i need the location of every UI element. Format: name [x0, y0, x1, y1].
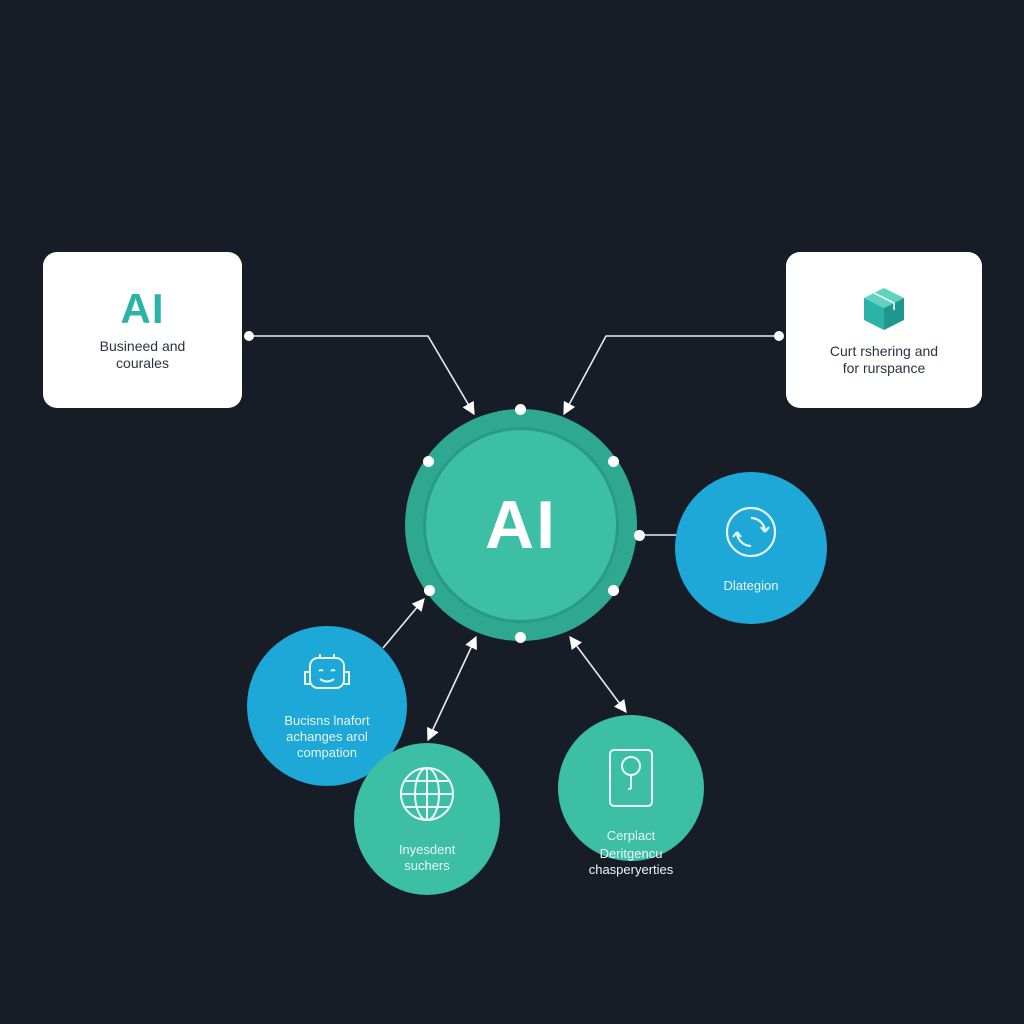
- card-customer-sharing[interactable]: Curt rshering and for rurspance: [786, 252, 982, 408]
- refresh-cycle-icon: [722, 503, 780, 566]
- node-business-changes-label: Bucisns lnafort achanges arol compation: [284, 712, 370, 760]
- robot-face-icon: [300, 652, 354, 701]
- node-cerplact-label: Cerplact: [606, 828, 656, 843]
- connector-hub-bottom-left-node: [382, 598, 425, 649]
- node-dlategion-label: Dlategion: [723, 577, 779, 593]
- node-dlategion[interactable]: Dlategion: [675, 472, 827, 624]
- connector-hub-bottom-center-node: [427, 635, 477, 742]
- connector-hub-bottom-right-node: [569, 635, 627, 714]
- connector-right-endpoint: [774, 331, 784, 341]
- ai-hub-inner: AI: [423, 427, 619, 623]
- footnote-caption: Deritgencu chasperyerties: [588, 846, 674, 877]
- hub-port-upper-right: [608, 456, 619, 467]
- hub-port-top: [515, 404, 526, 415]
- hub-port-right: [634, 530, 645, 541]
- hub-port-upper-left: [423, 456, 434, 467]
- tag-document-icon: [607, 747, 655, 814]
- card-business-courses[interactable]: AI Busineed and courales: [43, 252, 242, 408]
- card-left-text: Busineed and courales: [99, 338, 186, 371]
- card-right-text: Curt rshering and for rurspance: [829, 342, 939, 376]
- node-cerplact[interactable]: Cerplact: [558, 715, 704, 861]
- box-icon: [860, 284, 908, 337]
- connector-right-card-to-hub: [563, 335, 779, 416]
- node-investment-searchers-label: Inyesdent suchers: [398, 841, 456, 873]
- connector-left-card-to-hub: [249, 335, 475, 416]
- card-ai-logo: AI: [120, 285, 165, 332]
- ai-hub-label: AI: [485, 487, 557, 563]
- hub-port-lower-right: [608, 585, 619, 596]
- connector-left-endpoint: [244, 331, 254, 341]
- globe-icon: [398, 765, 456, 828]
- ai-hub[interactable]: AI: [405, 409, 637, 641]
- hub-port-lower-left: [424, 585, 435, 596]
- hub-port-bottom: [515, 632, 526, 643]
- node-investment-searchers[interactable]: Inyesdent suchers: [354, 743, 500, 895]
- node-business-changes[interactable]: Bucisns lnafort achanges arol compation: [247, 626, 407, 786]
